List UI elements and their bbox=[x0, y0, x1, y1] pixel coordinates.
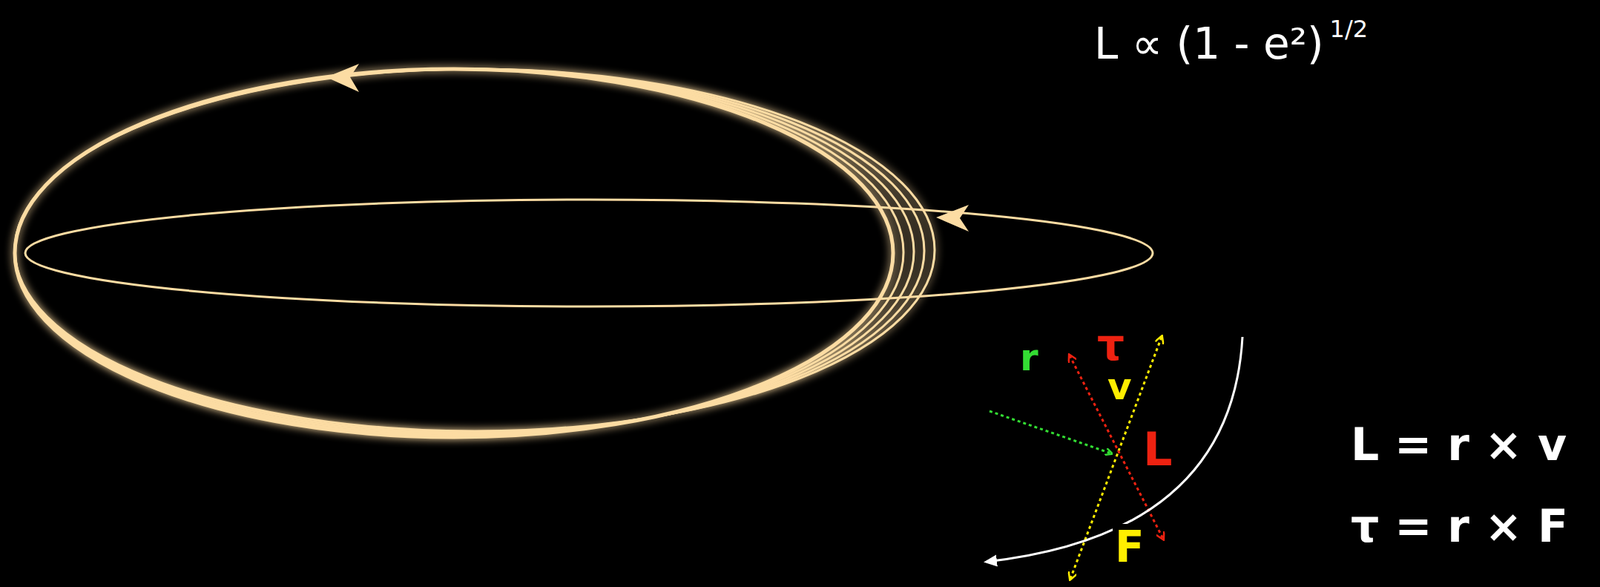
formula: τ = r × F bbox=[1348, 501, 1571, 551]
formula: L = r × v bbox=[1348, 419, 1569, 469]
vector-label: τ bbox=[1094, 321, 1127, 370]
vector-label: r bbox=[1017, 337, 1041, 379]
orbit-arrow bbox=[326, 63, 360, 92]
vector-label: F bbox=[1112, 523, 1147, 572]
vector-label: v bbox=[1105, 366, 1135, 408]
r-vector bbox=[989, 410, 1112, 454]
exponent: 1/2 bbox=[1327, 16, 1371, 43]
orbit-arrow bbox=[936, 204, 969, 232]
eccentric-orbit bbox=[25, 199, 1153, 307]
precessing-orbit bbox=[14, 68, 935, 437]
formula: L ∝ (1 - e²) bbox=[1091, 20, 1327, 69]
vector-label: L bbox=[1140, 424, 1175, 475]
